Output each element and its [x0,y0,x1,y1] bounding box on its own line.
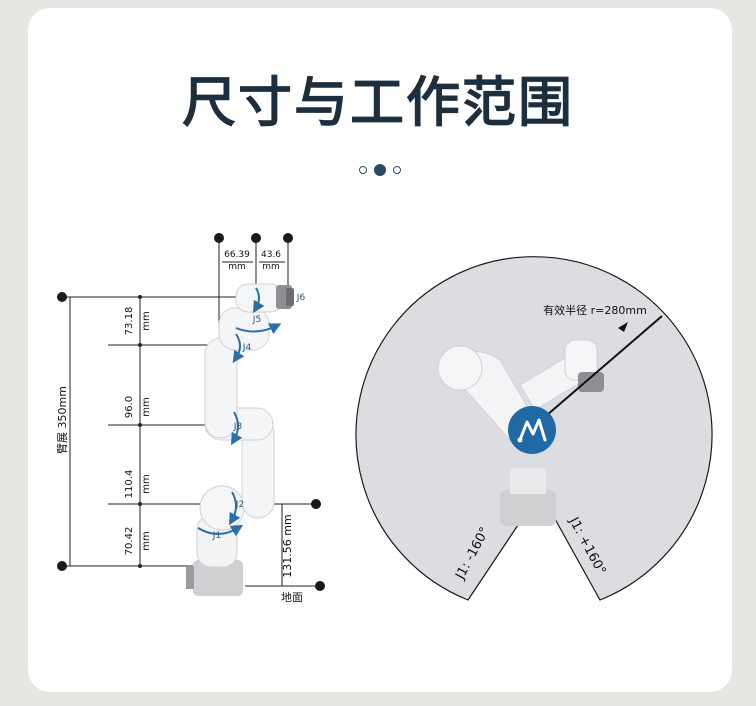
joint-label-j1: J1 [212,531,221,541]
page-dot-2[interactable] [374,164,386,176]
page-dot-3[interactable] [393,166,401,174]
top-dim-b-unit: mm [262,262,280,272]
top-dim-b-value: 43.6 [261,250,281,260]
robot-arm-side-view [186,283,294,596]
marker-icon [315,581,325,591]
segment-3-value: 110.4 [124,470,135,499]
reach-label: 臂展 350mm [56,386,69,454]
segment-4-unit: mm [141,531,152,550]
joint-arrows [197,287,282,537]
marker-icon [311,499,321,509]
base-height-label: 131.56 mm [281,514,294,577]
top-dim-a-unit: mm [228,262,246,272]
segment-1-value: 73.18 [124,307,135,336]
segment-1-unit: mm [141,311,152,330]
segment-4-value: 70.42 [124,527,135,556]
marker-icon [251,233,261,243]
top-dim-a-value: 66.39 [224,250,250,260]
page-dot-1[interactable] [359,166,367,174]
segment-2-value: 96.0 [124,396,135,418]
joint-label-j5: J5 [252,315,261,325]
joint-label-j2: J2 [235,500,244,510]
marker-icon [57,292,67,302]
marker-icon [214,233,224,243]
joint-label-j6: J6 [296,293,306,303]
joint-label-j4: J4 [242,343,252,353]
joint-label-j3: J3 [233,422,242,432]
ground-label: 地面 [281,591,303,604]
robot-base [500,490,556,526]
marker-icon [283,233,293,243]
segment-2-unit: mm [141,397,152,416]
workspace-diagram: 有效半径 r=280mm J1: -160° J1: +160° [355,256,713,601]
segment-3-unit: mm [141,474,152,493]
radius-label: 有效半径 r=280mm [543,303,647,317]
page-title: 尺寸与工作范围 [182,71,574,134]
marker-icon [57,561,67,571]
radius-line [531,315,663,429]
carousel-pagination [357,164,403,178]
reference-markers [57,233,325,591]
dimension-diagram: J1 J2 J3 J4 J5 J6 66.39 mm 43.6 mm 73.18… [56,233,325,604]
